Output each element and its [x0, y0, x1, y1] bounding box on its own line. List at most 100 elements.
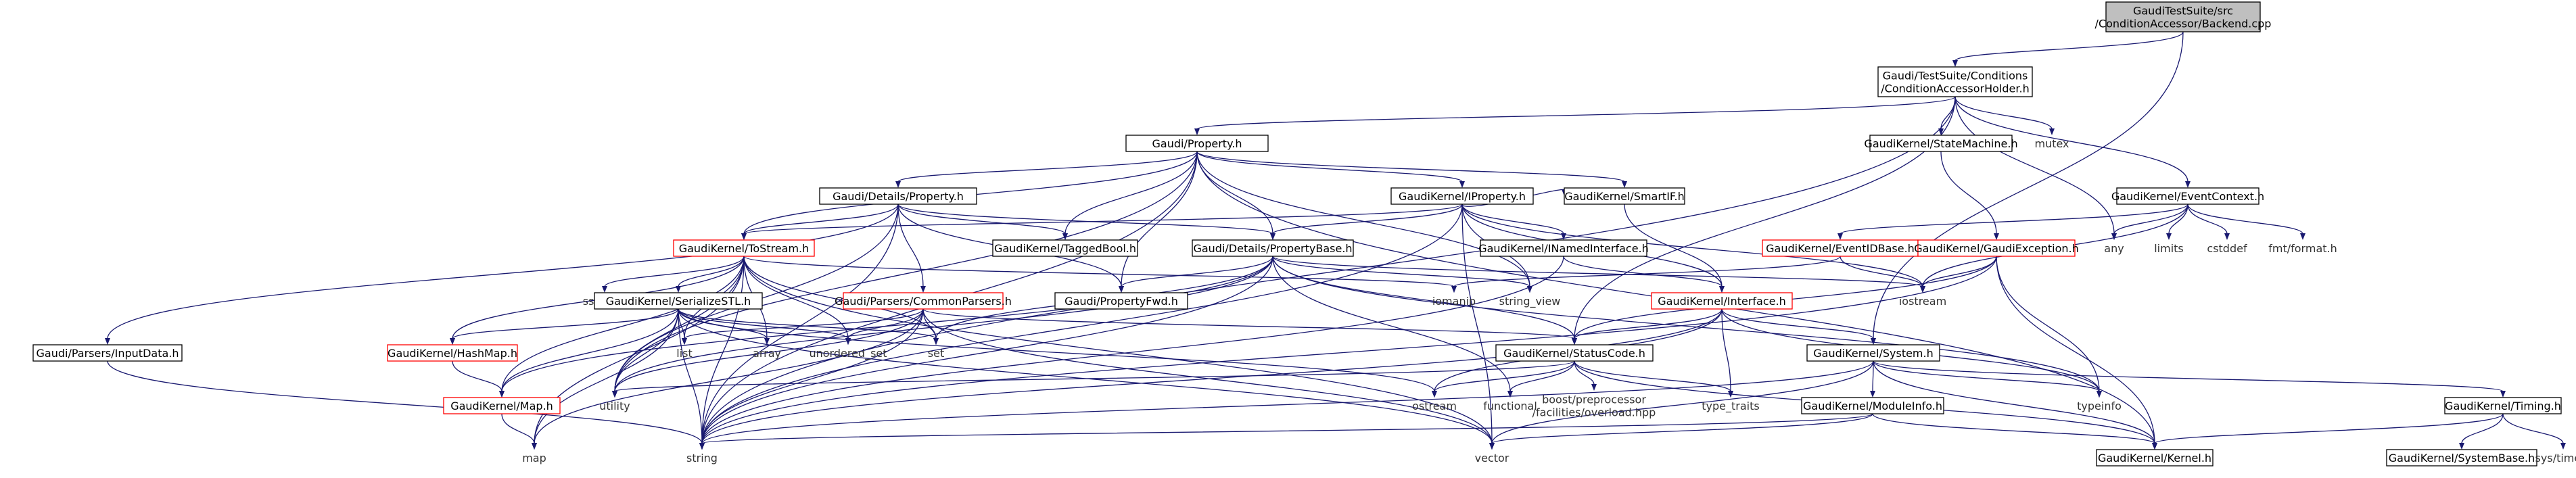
node-event-context[interactable]: GaudiKernel/EventContext.h [2111, 187, 2264, 205]
edge-timing-to-system_base [2461, 413, 2504, 444]
node-fmt-format: fmt/format.h [2268, 242, 2337, 255]
edge-property_base-to-functional [1272, 256, 1511, 392]
edge-arrowhead-cond_holder-to-state_machine [1938, 128, 1944, 135]
node-label: Gaudi/TestSuite/Conditions [1883, 70, 2028, 82]
edge-system-to-typeinfo [1873, 360, 2100, 392]
edge-arrowhead-status_code-to-utility [612, 391, 617, 398]
edge-arrowhead-property-to-details_property [895, 181, 901, 188]
edge-root-to-cond_holder [1954, 31, 2184, 62]
node-box [1877, 66, 2033, 97]
node-tostream[interactable]: GaudiKernel/ToStream.h [673, 239, 815, 257]
node-box [2105, 1, 2261, 32]
node-serialize-stl[interactable]: GaudiKernel/SerializeSTL.h [594, 292, 763, 310]
node-label: GaudiKernel/Interface.h [1658, 295, 1785, 308]
node-label: Gaudi/Details/Property.h [833, 190, 964, 203]
edge-arrowhead-serialize_stl-to-hashmap [450, 338, 455, 345]
node-label: sys/time.h [2535, 452, 2576, 464]
edge-tostream-to-iomanip [743, 256, 1455, 287]
edge-arrowhead-status_code-to-functional [1507, 391, 1513, 398]
node-label: iomanip [1432, 295, 1476, 308]
edge-arrowhead-details_property-to-common_parsers [920, 286, 926, 293]
node-smartif[interactable]: GaudiKernel/SmartIF.h [1564, 187, 1685, 205]
edge-arrowhead-tostream-to-iomanip [1451, 286, 1457, 293]
node-cond-holder[interactable]: Gaudi/TestSuite/Conditions/ConditionAcce… [1877, 66, 2033, 97]
edge-status_code-to-type_traits [1574, 360, 1731, 392]
node-status-code[interactable]: GaudiKernel/StatusCode.h [1495, 344, 1654, 362]
edge-arrowhead-cond_holder-to-mutex [2049, 128, 2055, 135]
edge-common_parsers-to-string [701, 308, 924, 444]
edge-common_parsers-to-utility [614, 308, 924, 392]
edge-module_info-to-kernel [1872, 413, 2155, 444]
node-typeinfo: typeinfo [2077, 400, 2122, 412]
node-mutex: mutex [2034, 137, 2069, 150]
node-root[interactable]: GaudiTestSuite/src/ConditionAccessor/Bac… [2095, 1, 2272, 32]
node-property[interactable]: Gaudi/Property.h [1125, 135, 1269, 152]
node-label: GaudiKernel/StateMachine.h [1864, 137, 2017, 150]
node-label: GaudiKernel/ToStream.h [679, 242, 810, 255]
edge-arrowhead-iproperty-to-tostream [741, 233, 747, 240]
edge-event_context-to-cstddef [2187, 204, 2228, 235]
node-label: map [522, 452, 546, 464]
edge-cond_holder-to-mutex [1954, 96, 2053, 130]
edge-arrowhead-status_code-to-overload [1591, 384, 1597, 391]
node-box [1390, 187, 1534, 205]
node-event-id-base[interactable]: GaudiKernel/EventIDBase.h [1762, 239, 1919, 257]
node-label: GaudiKernel/SerializeSTL.h [606, 295, 751, 308]
edge-timing-to-sys_time [2502, 413, 2564, 444]
edge-status_code-to-ostream [1434, 360, 1575, 392]
node-box [1480, 239, 1647, 257]
node-input-data[interactable]: Gaudi/Parsers/InputData.h [32, 344, 183, 362]
edge-interface-to-string [701, 308, 1723, 444]
node-system-base[interactable]: GaudiKernel/SystemBase.h [2386, 449, 2537, 467]
node-box [1495, 344, 1654, 362]
node-box [2444, 397, 2562, 414]
node-map-h[interactable]: GaudiKernel/Map.h [443, 397, 561, 414]
node-iproperty[interactable]: GaudiKernel/IProperty.h [1390, 187, 1534, 205]
node-overload: boost/preprocessor/facilities/overload.h… [1532, 393, 1656, 419]
node-label: functional [1483, 400, 1537, 412]
edge-arrowhead-cond_holder-to-event_context [2185, 181, 2191, 188]
node-system[interactable]: GaudiKernel/System.h [1806, 344, 1940, 362]
node-label: GaudiKernel/Timing.h [2445, 400, 2561, 412]
node-kernel[interactable]: GaudiKernel/Kernel.h [2096, 449, 2214, 467]
node-label: list [676, 347, 693, 360]
node-property-base[interactable]: Gaudi/Details/PropertyBase.h [1192, 239, 1354, 257]
node-inamed-interface[interactable]: GaudiKernel/INamedInterface.h [1478, 239, 1649, 257]
node-box [673, 239, 815, 257]
edge-arrowhead-status_code-to-ostream [1432, 391, 1437, 398]
edge-arrowhead-timing-to-system_base [2459, 443, 2464, 450]
node-gaudi-exception[interactable]: GaudiKernel/GaudiException.h [1914, 239, 2079, 257]
edge-common_parsers-to-unordered_set [847, 308, 924, 339]
node-label: typeinfo [2077, 400, 2122, 412]
edge-serialize_stl-to-string [678, 308, 703, 444]
edge-iproperty-to-string [701, 204, 1463, 444]
node-label: string [686, 452, 718, 464]
edge-arrowhead-common_parsers-to-unordered_set [845, 338, 851, 345]
edge-system-to-kernel [1873, 360, 2155, 444]
edge-arrowhead-event_context-to-any [2111, 233, 2117, 240]
node-timing[interactable]: GaudiKernel/Timing.h [2444, 397, 2562, 414]
node-label: GaudiKernel/INamedInterface.h [1478, 242, 1649, 255]
edge-arrowhead-module_info-to-vector [1489, 443, 1495, 450]
node-hashmap[interactable]: GaudiKernel/HashMap.h [387, 344, 518, 362]
node-label: GaudiKernel/Map.h [450, 400, 553, 412]
node-tagged-bool[interactable]: GaudiKernel/TaggedBool.h [992, 239, 1138, 257]
edge-module_info-to-vector [1491, 413, 1873, 444]
edge-gaudi_exception-to-typeinfo [1996, 256, 2100, 392]
node-label: cstddef [2207, 242, 2247, 255]
edge-serialize_stl-to-ostream [678, 308, 1435, 392]
node-property-fwd[interactable]: Gaudi/PropertyFwd.h [1054, 292, 1188, 310]
edge-arrowhead-details_property-to-tagged_bool [1062, 233, 1068, 240]
edge-arrowhead-timing-to-kernel [2152, 443, 2157, 450]
node-label: GaudiKernel/SmartIF.h [1564, 190, 1685, 203]
node-state-machine[interactable]: GaudiKernel/StateMachine.h [1864, 135, 2018, 152]
edge-tostream-to-sstream [604, 256, 745, 287]
node-common-parsers[interactable]: Gaudi/Parsers/CommonParsers.h [835, 292, 1012, 310]
node-label: /ConditionAccessorHolder.h [1881, 82, 2029, 95]
node-cstddef: cstddef [2207, 242, 2247, 255]
node-module-info[interactable]: GaudiKernel/ModuleInfo.h [1801, 397, 1944, 414]
node-box [443, 397, 561, 414]
node-interface[interactable]: GaudiKernel/Interface.h [1651, 292, 1793, 310]
node-label: GaudiTestSuite/src [2133, 5, 2233, 18]
node-details-property[interactable]: Gaudi/Details/Property.h [819, 187, 977, 205]
